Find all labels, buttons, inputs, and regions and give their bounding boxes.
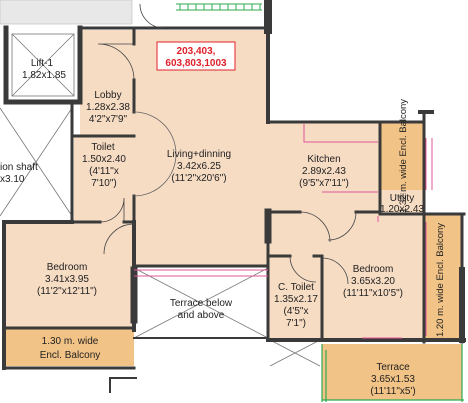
shaft-size: x3.10 — [0, 174, 25, 185]
top-rail-ticks — [179, 4, 261, 10]
lobby-imperial: 4'2"x7'9" — [89, 114, 128, 125]
lobby-size: 1.28x2.38 — [86, 102, 130, 113]
utility-floor — [380, 190, 424, 214]
terrace-size: 3.65x1.53 — [371, 374, 415, 385]
toilet-size: 1.50x2.40 — [82, 154, 126, 165]
terrace-floor — [322, 344, 462, 400]
toilet-imperial-1: (4'11"x — [89, 166, 119, 177]
lobby-floor — [80, 30, 134, 136]
lift-box — [11, 33, 75, 97]
balcony1-sub: Encl. Balcony — [40, 350, 101, 361]
utility-name: Utility — [390, 193, 414, 204]
lobby-door-swing — [97, 43, 135, 81]
small-shaft-cross-2 — [269, 339, 321, 367]
bedroom2-name: Bedroom — [353, 264, 394, 275]
walls — [0, 0, 466, 393]
bedroom1-door-swing — [103, 223, 135, 255]
bedroom2-imperial: (11'11"x10'5") — [343, 288, 403, 299]
ctoilet-size: 1.35x2.17 — [274, 294, 318, 305]
bedroom2-size: 3.65x3.20 — [351, 276, 395, 287]
terrace-below-window — [134, 269, 268, 277]
top-door-swing — [139, 3, 165, 29]
lift-cross-2 — [11, 33, 75, 97]
balcony1-ledge — [109, 377, 137, 393]
toilet-imperial-2: 7'10") — [91, 178, 116, 189]
unit-number-line-1: 203,403, — [177, 46, 216, 57]
lift-walls — [3, 25, 83, 105]
lobby-name: Lobby — [94, 90, 121, 101]
kitchen-door-swing — [299, 211, 357, 243]
kitchen-balcony-label: 1.32 m. wide Encl. Balcony — [398, 99, 409, 213]
top-railing — [176, 3, 262, 11]
living-name: Living+dinning — [167, 149, 231, 160]
terrace-imperial: (11'11"x5') — [370, 386, 415, 397]
shaft-cross-2 — [0, 107, 73, 217]
bedroom1-imperial: (11'2"x12'11") — [37, 286, 97, 297]
unit-number-line-2: 603,803,1003 — [165, 58, 227, 69]
bedroom1-name: Bedroom — [47, 262, 88, 273]
kitchen-walls — [266, 120, 426, 214]
terrace-below-line-1: Terrace below — [170, 298, 233, 309]
lift-size: 1.82x1.85 — [22, 70, 66, 81]
bedroom2-balcony-label: 1.20 m. wide Encl. Balcony — [435, 223, 446, 337]
ctoilet-walls — [266, 254, 324, 342]
ctoilet-imperial-1: (4'5"x — [284, 306, 309, 317]
bedroom2-door-swing — [321, 257, 349, 285]
crossed-areas — [0, 33, 321, 367]
window-lines — [134, 124, 433, 339]
bedroom2-balcony-floor — [424, 214, 462, 340]
balcony-kitchen-right — [425, 138, 433, 190]
room-labels: Lift-1 1.82x1.85 Lobby 1.28x2.38 4'2"x7'… — [0, 58, 446, 397]
living-size: 3.42x6.25 — [177, 161, 221, 172]
bedroom1-size: 3.41x3.95 — [45, 274, 89, 285]
shaft-name: ion shaft — [0, 162, 38, 173]
terrace-name: Terrace — [376, 362, 410, 373]
balcony1-floor — [6, 328, 134, 366]
living-entry-swing — [133, 111, 177, 197]
unit-number-box — [156, 41, 236, 71]
toilet-name: Toilet — [91, 142, 115, 153]
terrace-below-line-2: and above — [178, 310, 225, 321]
toilet-top-wall — [70, 104, 136, 224]
kitchen-floor — [268, 122, 380, 212]
toilet-door-swing — [99, 197, 125, 223]
kitchen-balcony-floor — [380, 122, 424, 190]
top-wall-band — [0, 0, 133, 25]
utility-size: 1.20x2.43 — [380, 204, 424, 215]
ctoilet-imperial-2: 7'1") — [286, 318, 306, 329]
ctoilet-door-swing — [289, 255, 317, 283]
kitchen-imperial: (9'5"x7'11") — [299, 178, 349, 189]
lift-name: Lift-1 — [31, 58, 54, 69]
balcony1-name: 1.30 m. wide — [42, 336, 99, 347]
kitchen-size: 2.89x2.43 — [302, 166, 346, 177]
doors — [97, 3, 357, 285]
bedroom1-floor — [6, 222, 134, 328]
living-imperial: (11'2"x20'6") — [171, 173, 226, 184]
terrace-railing — [321, 344, 464, 402]
kitchen-window-top — [303, 124, 378, 143]
terrace-below-cross-2 — [133, 267, 269, 339]
kitchen-name: Kitchen — [307, 154, 340, 165]
balcony1-walls — [2, 326, 136, 370]
ctoilet-name: C. Toilet — [278, 282, 314, 293]
